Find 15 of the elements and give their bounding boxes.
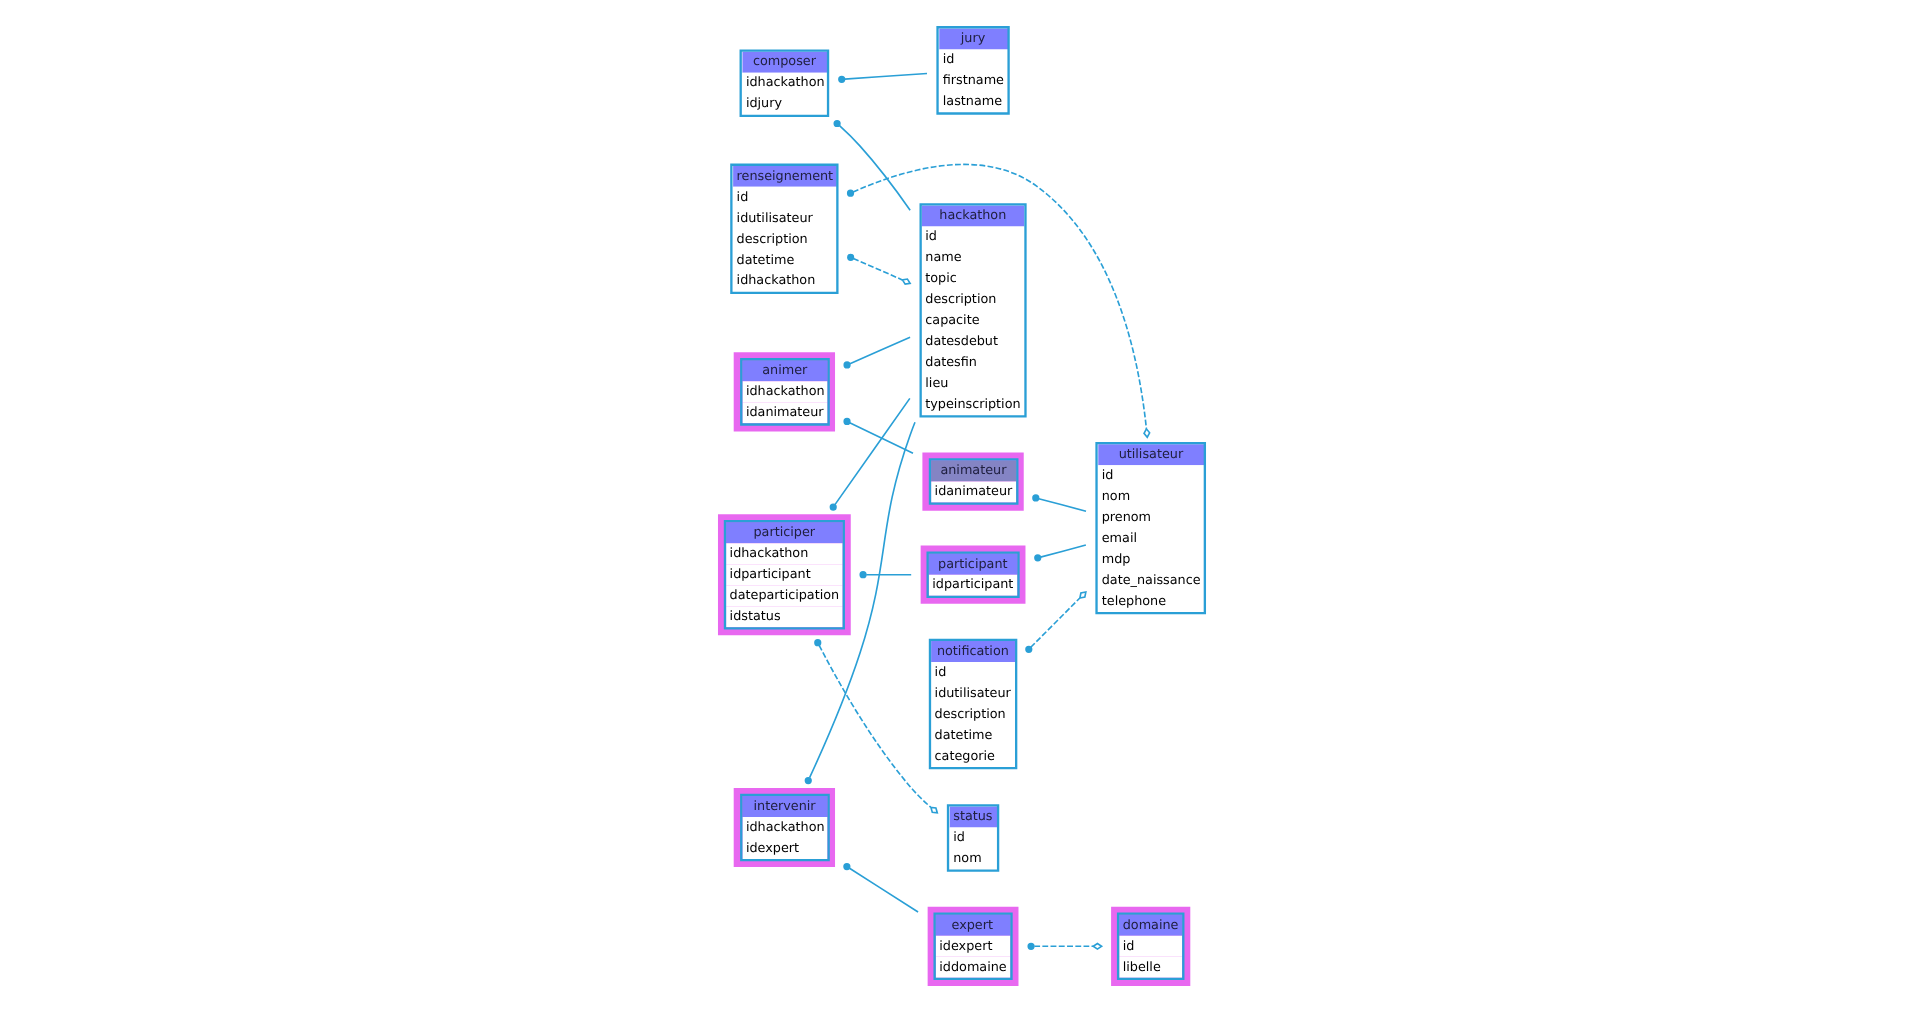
connector [847, 253, 912, 286]
connector [843, 417, 914, 454]
connector [1025, 591, 1087, 653]
connector [804, 421, 916, 785]
connector [829, 397, 911, 511]
connector [1032, 494, 1087, 513]
connector [843, 336, 911, 369]
connector [838, 72, 928, 83]
connector [833, 119, 911, 212]
connector [846, 163, 1151, 439]
connector [859, 571, 912, 579]
connector [843, 862, 919, 913]
connector [814, 639, 939, 814]
connector [1027, 942, 1104, 951]
connector [1034, 544, 1087, 562]
